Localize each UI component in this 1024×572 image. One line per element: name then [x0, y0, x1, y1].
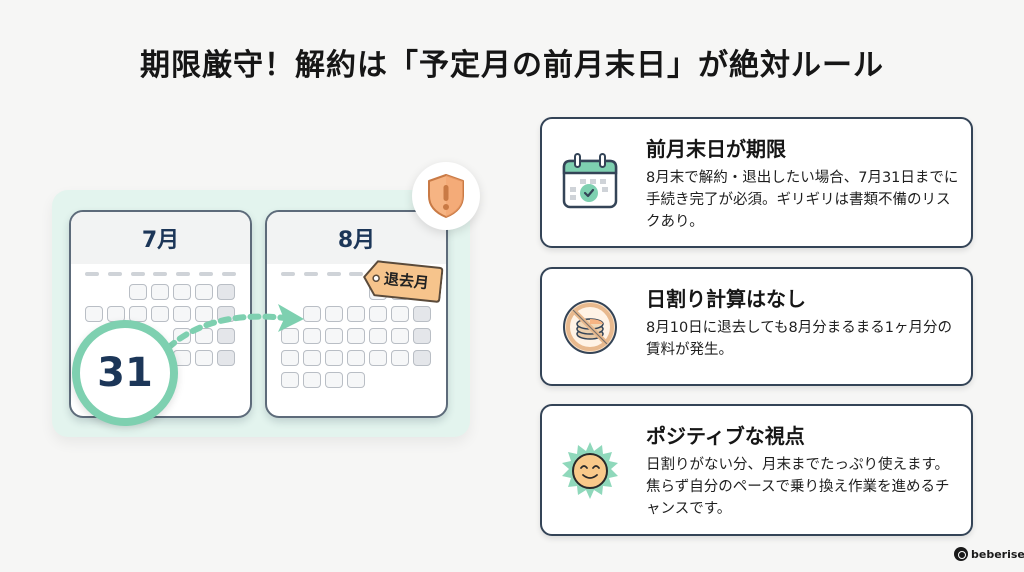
calendar-july: 7月 — [69, 210, 252, 418]
info-card-no-prorate: 日割り計算はなし 8月10日に退去しても8月分まるまる1ヶ月分の賃料が発生。 — [540, 267, 973, 386]
deadline-day-circle: 31 — [72, 320, 178, 426]
calendar-grid — [85, 284, 235, 368]
calendar-check-icon — [562, 153, 618, 209]
page-title: 期限厳守！解約は「予定月の前月末日」が絶対ルール — [140, 48, 884, 83]
no-prorate-coin-icon — [563, 300, 617, 354]
info-card-positive: ポジティブな視点 日割りがない分、月末までたっぷり使えます。焦らず自分のペースで… — [540, 404, 973, 536]
calendar-august: 8月 — [265, 210, 448, 418]
card-body: 日割りがない分、月末までたっぷり使えます。焦らず自分のペースで乗り換え作業を進め… — [646, 457, 950, 517]
brand-logo: beberise — [954, 547, 1024, 561]
card-body: 8月末で解約・退出したい場合、7月31日までに手続き完了が必須。ギリギリは書類不… — [646, 170, 959, 230]
shield-badge — [412, 162, 480, 230]
calendar-month-label: 7月 — [71, 212, 250, 264]
card-title: 前月末日が期限 — [646, 137, 786, 161]
card-title: ポジティブな視点 — [646, 424, 805, 448]
logo-text: beberise — [971, 547, 1024, 561]
card-body: 8月10日に退去しても8月分まるまる1ヶ月分の賃料が発生。 — [646, 320, 952, 358]
logo-mark-icon — [954, 547, 968, 561]
info-card-deadline: 前月末日が期限 8月末で解約・退出したい場合、7月31日までに手続き完了が必須。… — [540, 117, 973, 248]
dashed-arrow-icon — [165, 304, 304, 351]
smiling-sun-icon — [562, 442, 618, 499]
card-title: 日割り計算はなし — [646, 287, 806, 311]
calendar-month-label: 8月 — [267, 212, 446, 264]
weekday-dashes — [85, 272, 236, 276]
calendar-grid — [281, 284, 431, 390]
shield-warning-icon — [428, 174, 464, 218]
move-out-tag-icon — [363, 260, 444, 303]
